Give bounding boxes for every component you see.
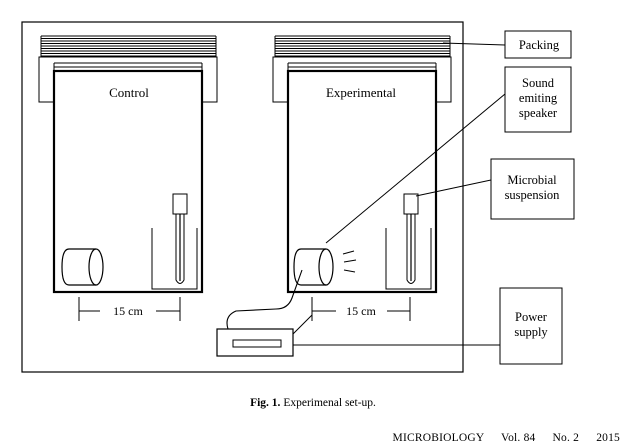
outer-enclosure [21,21,464,373]
power-callout [292,287,563,365]
packing-label: Packing [519,38,560,52]
caption-text: Experimenal set-up. [283,397,376,409]
packing-callout [442,30,572,59]
power-supply-unit [216,269,303,357]
power-label-line-2: supply [514,325,548,339]
suspension-callout [415,158,575,220]
experimental-box [286,69,438,294]
experimental-label: Experimental [326,85,396,100]
speaker-label-line-3: speaker [519,106,558,120]
control-label: Control [109,85,149,100]
speaker-callout [325,66,572,244]
control-speaker [61,248,104,286]
experimental-packing-stripes [274,35,451,57]
experimental-dimension [311,297,411,321]
suspension-label-line-2: suspension [505,188,561,202]
caption-prefix: Fig. 1. [250,397,281,409]
suspension-label-line-1: Microbial [507,173,557,187]
footer-journal: MICROBIOLOGY [392,432,484,444]
experimental-beaker [385,193,432,290]
footer-number: No. 2 [552,432,580,444]
speaker-cable [226,269,303,330]
experimental-chamber [272,35,452,321]
speaker-label-line-2: emiting [519,91,558,105]
control-distance-label: 15 cm [113,304,143,318]
control-packing-stripes [40,35,217,57]
experimental-setup-diagram: Control Experimental 15 cm 15 cm Packing… [21,21,575,373]
speaker-label-line-1: Sound [522,76,555,90]
figure-caption: Fig. 1. Experimenal set-up. [0,397,626,409]
sound-wave-lines [342,250,357,273]
control-chamber [38,35,218,321]
control-dimension [78,297,181,321]
journal-footer: MICROBIOLOGY Vol. 84 No. 2 2015 [393,432,620,444]
control-beaker [151,193,198,290]
control-box [52,69,204,294]
footer-year: 2015 [596,432,620,444]
power-label-line-1: Power [515,310,548,324]
experimental-distance-label: 15 cm [346,304,376,318]
footer-volume: Vol. 84 [501,432,536,444]
